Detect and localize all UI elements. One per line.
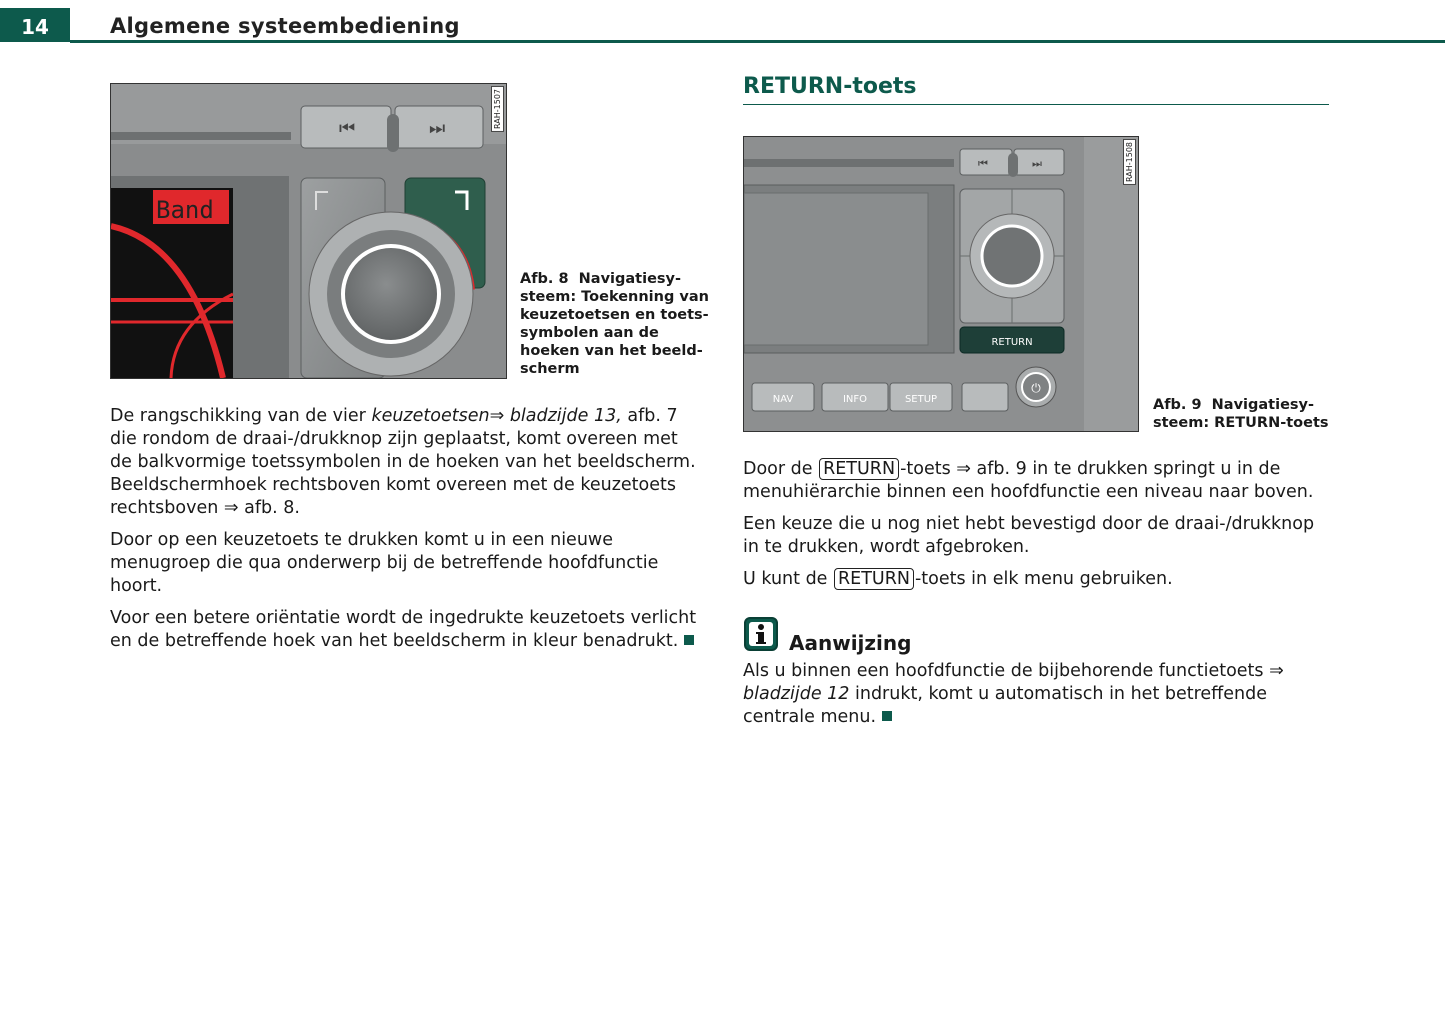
caption-line: Navigatiesy- bbox=[578, 271, 682, 287]
section-rule bbox=[743, 104, 1329, 105]
paragraph: Door op een keuzetoets te drukken komt u… bbox=[110, 530, 659, 596]
paragraph: De rangschikking van de vier keuzetoetse… bbox=[110, 406, 696, 518]
return-button-label: RETURN bbox=[991, 337, 1032, 348]
end-mark bbox=[882, 711, 893, 721]
nav-button-label: NAV bbox=[773, 394, 794, 405]
figure-9-illustration: ⏮ ⏭ RETURN NAV INFO SETUP ⏻ bbox=[744, 137, 1138, 431]
paragraph: U kunt de RETURN-toets in elk menu gebru… bbox=[743, 568, 1173, 590]
note-title: Aanwijzing bbox=[789, 631, 912, 655]
figure-9-image: ⏮ ⏭ RETURN NAV INFO SETUP ⏻ RAH-1508 bbox=[743, 136, 1139, 432]
section-title: RETURN-toets bbox=[743, 74, 917, 99]
figure-8-image: ⏮ ⏭ Band RAH-1507 bbox=[110, 83, 507, 379]
next-icon: ⏭ bbox=[429, 118, 445, 139]
power-icon: ⏻ bbox=[1031, 381, 1041, 395]
return-key-label: RETURN bbox=[819, 458, 900, 480]
info-button-label: INFO bbox=[843, 394, 867, 405]
caption-line: scherm bbox=[520, 361, 580, 377]
figure-code-label: RAH-1507 bbox=[491, 86, 504, 132]
paragraph: Als u binnen een hoofdfunctie de bijbeho… bbox=[743, 661, 1284, 727]
page-header-title: Algemene systeembediening bbox=[110, 14, 460, 38]
left-column-text: De rangschikking van de vier keuzetoetse… bbox=[110, 405, 700, 662]
figure-9-caption: Afb. 9 Navigatiesy- steem: RETURN-toets bbox=[1153, 396, 1329, 432]
svg-text:⏭: ⏭ bbox=[1032, 157, 1042, 170]
caption-label: Afb. 9 bbox=[1153, 397, 1202, 413]
paragraph: Een keuze die u nog niet hebt bevestigd … bbox=[743, 514, 1315, 557]
caption-line: keuzetoetsen en toets- bbox=[520, 307, 709, 323]
caption-line: steem: RETURN-toets bbox=[1153, 415, 1329, 431]
note-text: Als u binnen een hoofdfunctie de bijbeho… bbox=[743, 660, 1303, 738]
page-number: 14 bbox=[0, 8, 70, 42]
header-rule bbox=[70, 40, 1445, 43]
figure-8-caption: Afb. 8 Navigatiesy- steem: Toekenning va… bbox=[520, 270, 709, 378]
figure-code-label: RAH-1508 bbox=[1123, 139, 1136, 185]
return-key-label: RETURN bbox=[834, 568, 914, 590]
paragraph: Voor een betere oriëntatie wordt de inge… bbox=[110, 608, 697, 651]
caption-line: hoeken van het beeld- bbox=[520, 343, 703, 359]
figure-8-illustration: ⏮ ⏭ Band bbox=[111, 84, 506, 378]
end-mark bbox=[684, 635, 695, 645]
prev-icon: ⏮ bbox=[339, 118, 355, 139]
caption-line: symbolen aan de bbox=[520, 325, 659, 341]
caption-line: Navigatiesy- bbox=[1211, 397, 1315, 413]
caption-label: Afb. 8 bbox=[520, 271, 569, 287]
svg-text:⏮: ⏮ bbox=[978, 157, 988, 170]
info-icon bbox=[744, 617, 778, 651]
paragraph: Door de RETURN-toets ⇒ afb. 9 in te druk… bbox=[743, 458, 1314, 502]
display-text: Band bbox=[156, 196, 214, 224]
caption-line: steem: Toekenning van bbox=[520, 289, 709, 305]
right-column-text: Door de RETURN-toets ⇒ afb. 9 in te druk… bbox=[743, 458, 1333, 600]
setup-button-label: SETUP bbox=[905, 394, 937, 405]
